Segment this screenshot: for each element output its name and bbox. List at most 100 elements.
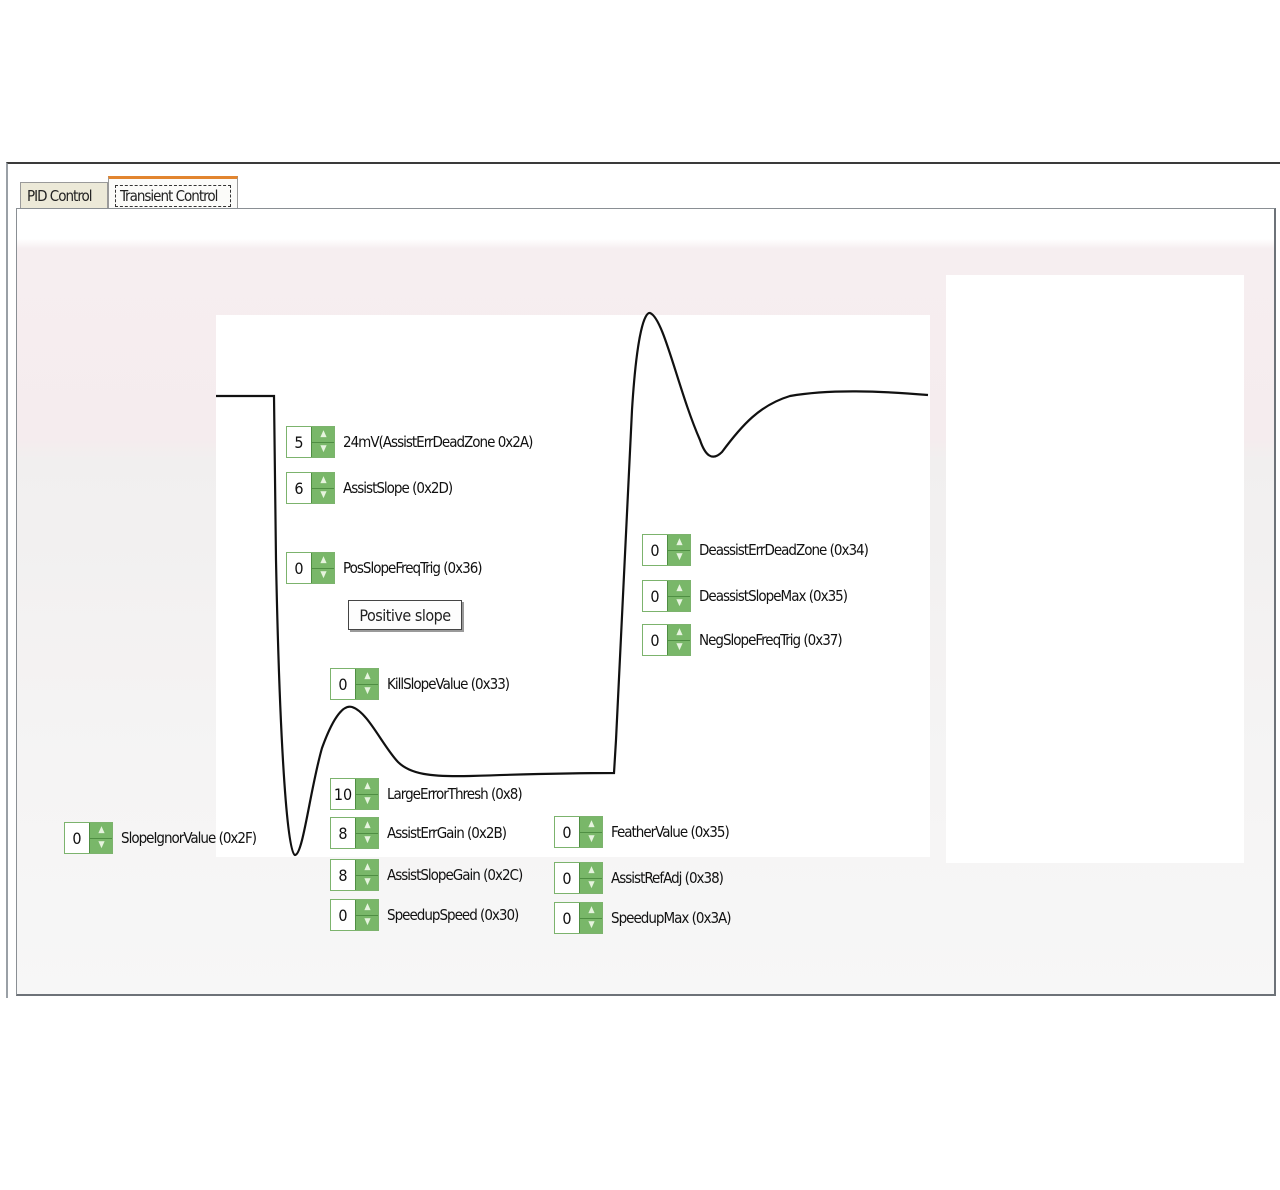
assist-err-deadzone-arrows[interactable]: ▲ ▼ [311,427,334,457]
deassist-err-deadzone-control: 0 ▲ ▼ DeassistErrDeadZone (0x34) [642,532,869,568]
speedup-speed-stepper[interactable]: 0 ▲ ▼ [330,899,379,931]
kill-slope-value-stepper[interactable]: 0 ▲ ▼ [330,668,379,700]
assist-err-deadzone-control: 5 ▲ ▼ 24mV(AssistErrDeadZone 0x2A) [286,424,533,460]
pos-slope-freq-trig-label: PosSlopeFreqTrig (0x36) [343,559,483,577]
pos-slope-freq-trig-arrows[interactable]: ▲ ▼ [311,553,334,583]
kill-slope-value-control: 0 ▲ ▼ KillSlopeValue (0x33) [330,666,510,702]
assist-err-gain-value[interactable]: 8 [338,823,348,843]
deassist-slope-max-arrows[interactable]: ▲ ▼ [667,581,690,611]
kill-slope-value-value[interactable]: 0 [338,674,348,694]
assist-ref-adj-control: 0 ▲ ▼ AssistRefAdj (0x38) [554,860,724,896]
assist-ref-adj-stepper[interactable]: 0 ▲ ▼ [554,862,603,894]
assist-err-gain-arrows[interactable]: ▲ ▼ [355,818,378,848]
spin-down-icon[interactable]: ▼ [588,920,594,931]
assist-err-gain-control: 8 ▲ ▼ AssistErrGain (0x2B) [330,815,507,851]
deassist-err-deadzone-stepper[interactable]: 0 ▲ ▼ [642,534,691,566]
neg-slope-freq-trig-label: NegSlopeFreqTrig (0x37) [699,631,843,649]
slope-ignor-value-arrows[interactable]: ▲ ▼ [89,823,112,853]
spin-down-icon[interactable]: ▼ [588,834,594,845]
speedup-speed-arrows[interactable]: ▲ ▼ [355,900,378,930]
assist-err-deadzone-stepper[interactable]: 5 ▲ ▼ [286,426,335,458]
spin-up-icon[interactable]: ▲ [312,553,334,569]
large-error-thresh-arrows[interactable]: ▲ ▼ [355,779,378,809]
speedup-max-stepper[interactable]: 0 ▲ ▼ [554,902,603,934]
kill-slope-value-label: KillSlopeValue (0x33) [387,675,510,693]
neg-slope-freq-trig-value[interactable]: 0 [650,630,660,650]
spin-up-icon[interactable]: ▲ [356,860,378,876]
neg-slope-freq-trig-stepper[interactable]: 0 ▲ ▼ [642,624,691,656]
feather-value-stepper[interactable]: 0 ▲ ▼ [554,816,603,848]
spin-down-icon[interactable]: ▼ [320,444,326,455]
spin-down-icon[interactable]: ▼ [364,686,370,697]
assist-slope-gain-arrows[interactable]: ▲ ▼ [355,860,378,890]
assist-err-gain-label: AssistErrGain (0x2B) [387,824,507,842]
spin-down-icon[interactable]: ▼ [676,642,682,653]
assist-ref-adj-arrows[interactable]: ▲ ▼ [579,863,602,893]
pos-slope-freq-trig-value[interactable]: 0 [294,558,304,578]
pos-slope-freq-trig-control: 0 ▲ ▼ PosSlopeFreqTrig (0x36) [286,550,483,586]
assist-err-deadzone-label: 24mV(AssistErrDeadZone 0x2A) [343,433,533,451]
assist-slope-label: AssistSlope (0x2D) [343,479,453,497]
feather-value-value[interactable]: 0 [562,822,572,842]
deassist-err-deadzone-value[interactable]: 0 [650,540,660,560]
tab-pid-control[interactable]: PID Control [20,182,108,208]
assist-slope-gain-value[interactable]: 8 [338,865,348,885]
spin-up-icon[interactable]: ▲ [312,473,334,489]
assist-slope-stepper[interactable]: 6 ▲ ▼ [286,472,335,504]
spin-down-icon[interactable]: ▼ [676,552,682,563]
spin-up-icon[interactable]: ▲ [580,863,602,879]
side-panel [946,275,1244,863]
assist-ref-adj-value[interactable]: 0 [562,868,572,888]
deassist-slope-max-label: DeassistSlopeMax (0x35) [699,587,848,605]
tab-transient-control[interactable]: Transient Control [108,176,238,208]
large-error-thresh-value[interactable]: 10 [333,784,353,804]
assist-slope-arrows[interactable]: ▲ ▼ [311,473,334,503]
speedup-speed-value[interactable]: 0 [338,905,348,925]
spin-down-icon[interactable]: ▼ [364,877,370,888]
spin-up-icon[interactable]: ▲ [668,625,690,641]
assist-err-gain-stepper[interactable]: 8 ▲ ▼ [330,817,379,849]
deassist-slope-max-control: 0 ▲ ▼ DeassistSlopeMax (0x35) [642,578,848,614]
assist-slope-value[interactable]: 6 [294,478,304,498]
assist-slope-gain-label: AssistSlopeGain (0x2C) [387,866,523,884]
speedup-max-control: 0 ▲ ▼ SpeedupMax (0x3A) [554,900,732,936]
slope-ignor-value-label: SlopeIgnorValue (0x2F) [121,829,257,847]
spin-down-icon[interactable]: ▼ [588,880,594,891]
spin-down-icon[interactable]: ▼ [676,598,682,609]
neg-slope-freq-trig-arrows[interactable]: ▲ ▼ [667,625,690,655]
speedup-max-value[interactable]: 0 [562,908,572,928]
spin-up-icon[interactable]: ▲ [668,581,690,597]
assist-slope-gain-stepper[interactable]: 8 ▲ ▼ [330,859,379,891]
neg-slope-freq-trig-control: 0 ▲ ▼ NegSlopeFreqTrig (0x37) [642,622,843,658]
deassist-err-deadzone-arrows[interactable]: ▲ ▼ [667,535,690,565]
spin-up-icon[interactable]: ▲ [580,903,602,919]
spin-down-icon[interactable]: ▼ [364,835,370,846]
spin-down-icon[interactable]: ▼ [364,796,370,807]
spin-down-icon[interactable]: ▼ [320,490,326,501]
spin-up-icon[interactable]: ▲ [356,900,378,916]
speedup-speed-label: SpeedupSpeed (0x30) [387,906,519,924]
pos-slope-freq-trig-stepper[interactable]: 0 ▲ ▼ [286,552,335,584]
assist-err-deadzone-value[interactable]: 5 [294,432,304,452]
assist-ref-adj-label: AssistRefAdj (0x38) [611,869,724,887]
spin-up-icon[interactable]: ▲ [90,823,112,839]
large-error-thresh-stepper[interactable]: 10 ▲ ▼ [330,778,379,810]
large-error-thresh-control: 10 ▲ ▼ LargeErrorThresh (0x8) [330,776,523,812]
spin-up-icon[interactable]: ▲ [356,779,378,795]
spin-down-icon[interactable]: ▼ [364,917,370,928]
speedup-max-arrows[interactable]: ▲ ▼ [579,903,602,933]
spin-down-icon[interactable]: ▼ [98,840,104,851]
slope-ignor-value-value[interactable]: 0 [72,828,82,848]
feather-value-arrows[interactable]: ▲ ▼ [579,817,602,847]
spin-down-icon[interactable]: ▼ [320,570,326,581]
spin-up-icon[interactable]: ▲ [668,535,690,551]
kill-slope-value-arrows[interactable]: ▲ ▼ [355,669,378,699]
slope-ignor-value-stepper[interactable]: 0 ▲ ▼ [64,822,113,854]
deassist-slope-max-value[interactable]: 0 [650,586,660,606]
spin-up-icon[interactable]: ▲ [356,818,378,834]
spin-up-icon[interactable]: ▲ [356,669,378,685]
spin-up-icon[interactable]: ▲ [312,427,334,443]
spin-up-icon[interactable]: ▲ [580,817,602,833]
tab-pid-control-label: PID Control [27,187,93,205]
deassist-slope-max-stepper[interactable]: 0 ▲ ▼ [642,580,691,612]
